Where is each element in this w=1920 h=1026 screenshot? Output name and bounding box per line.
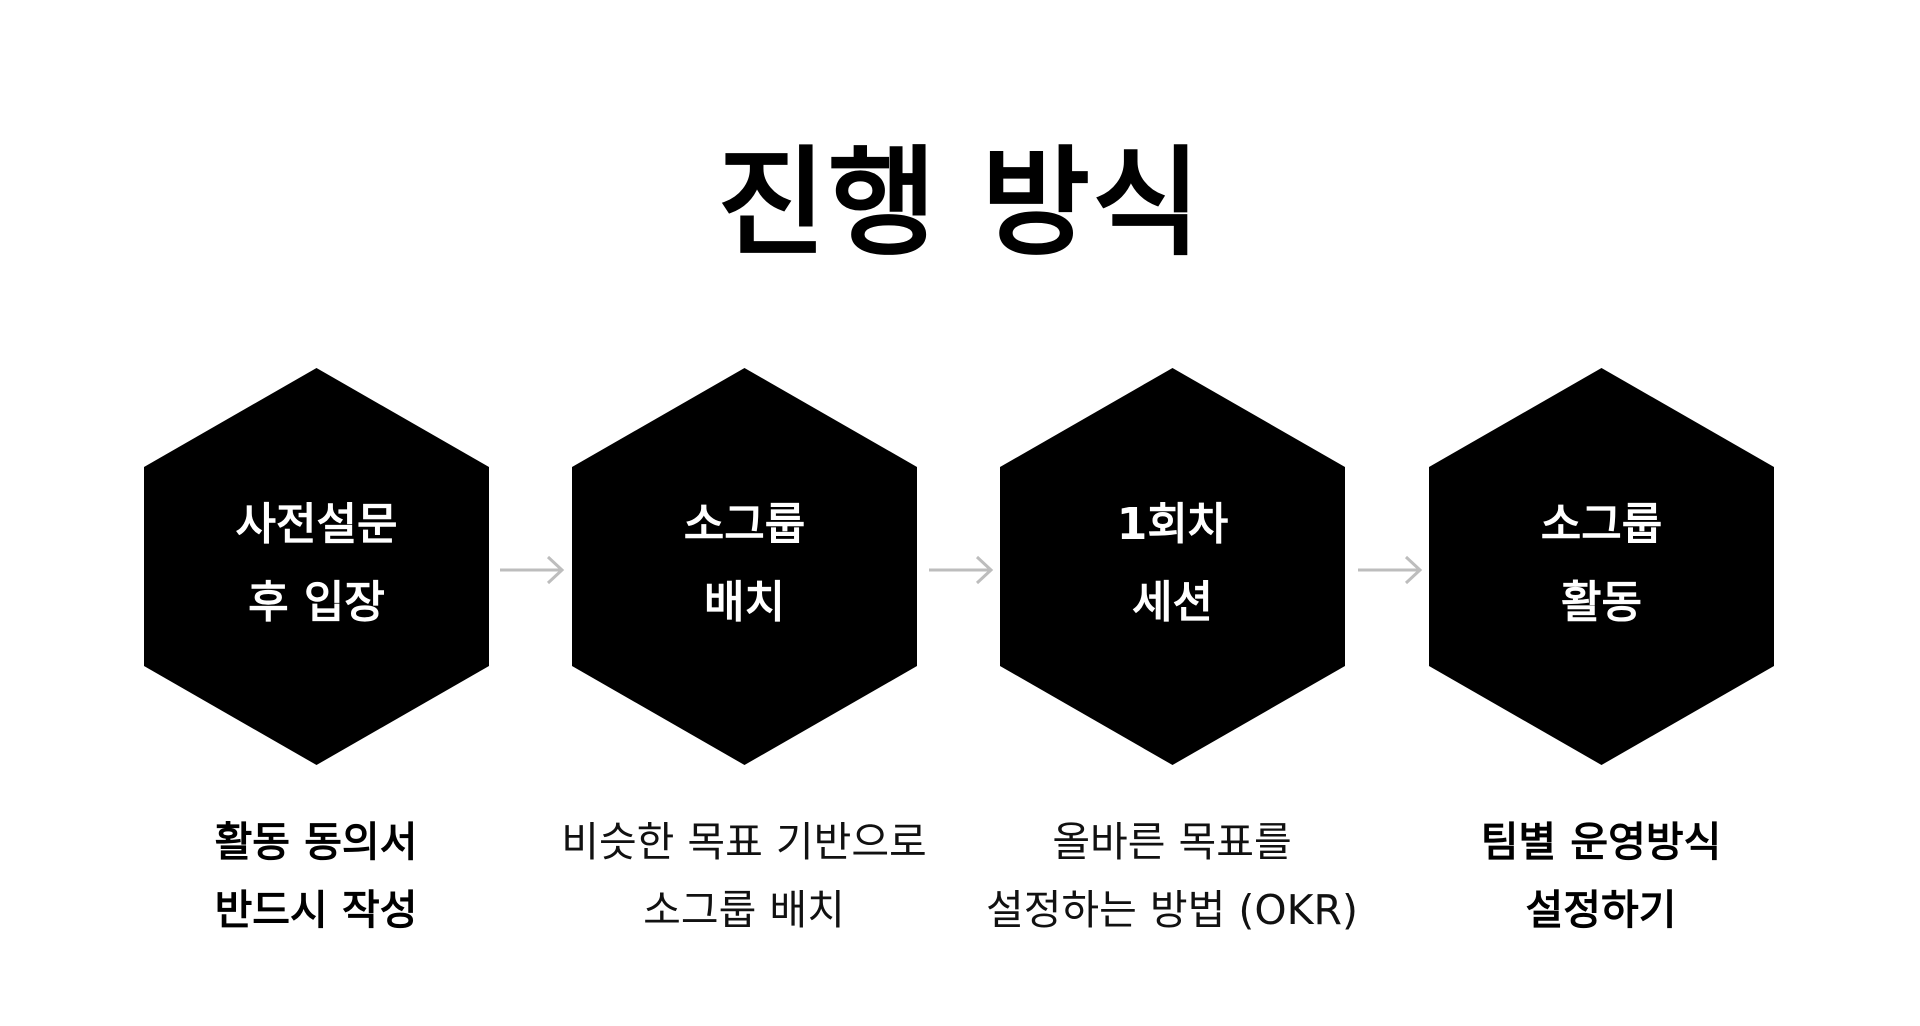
step-description-line: 반드시 작성 xyxy=(214,886,418,934)
process-step-3: 1회차 세션 올바른 목표를 설정하는 방법 (OKR) xyxy=(972,368,1372,968)
step-title-line: 배치 xyxy=(704,577,785,628)
step-title-line: 소그룹 xyxy=(1540,499,1663,550)
hexagon-shape xyxy=(1000,368,1345,765)
step-description: 팀별 운영방식 설정하기 xyxy=(1401,808,1801,944)
hexagon-shape xyxy=(1429,368,1774,765)
step-description: 비슷한 목표 기반으로 소그룹 배치 xyxy=(544,808,944,944)
step-title-line: 소그룹 xyxy=(683,499,806,550)
arrow-right-icon xyxy=(1358,555,1423,585)
step-title-line: 후 입장 xyxy=(248,577,385,628)
step-description: 활동 동의서 반드시 작성 xyxy=(116,808,516,944)
step-title-line: 1회차 xyxy=(1116,499,1229,550)
step-description-line: 설정하는 방법 (OKR) xyxy=(985,886,1359,934)
step-description: 올바른 목표를 설정하는 방법 (OKR) xyxy=(972,808,1372,944)
step-description-line: 팀별 운영방식 xyxy=(1480,818,1722,866)
step-hexagon: 1회차 세션 xyxy=(1000,368,1345,765)
page-title: 진행 방식 xyxy=(717,134,1203,272)
process-step-2: 소그룹 배치 비슷한 목표 기반으로 소그룹 배치 xyxy=(544,368,944,968)
step-title: 소그룹 배치 xyxy=(572,486,917,642)
step-title: 사전설문 후 입장 xyxy=(144,486,489,642)
step-hexagon: 사전설문 후 입장 xyxy=(144,368,489,765)
step-title-line: 세션 xyxy=(1132,577,1213,628)
step-title: 소그룹 활동 xyxy=(1429,486,1774,642)
step-description-line: 올바른 목표를 xyxy=(1052,818,1292,866)
hexagon-shape xyxy=(572,368,917,765)
step-title-line: 사전설문 xyxy=(235,499,398,550)
step-title-line: 활동 xyxy=(1561,577,1642,628)
arrow-right-icon xyxy=(929,555,994,585)
step-description-line: 비슷한 목표 기반으로 xyxy=(561,818,927,866)
step-description-line: 활동 동의서 xyxy=(214,818,418,866)
arrow-right-icon xyxy=(500,555,565,585)
process-step-1: 사전설문 후 입장 활동 동의서 반드시 작성 xyxy=(116,368,516,968)
hexagon-shape xyxy=(144,368,489,765)
step-hexagon: 소그룹 배치 xyxy=(572,368,917,765)
step-description-line: 소그룹 배치 xyxy=(643,886,845,934)
step-description-line: 설정하기 xyxy=(1525,886,1677,934)
process-step-4: 소그룹 활동 팀별 운영방식 설정하기 xyxy=(1401,368,1801,968)
step-hexagon: 소그룹 활동 xyxy=(1429,368,1774,765)
step-title: 1회차 세션 xyxy=(1000,486,1345,642)
